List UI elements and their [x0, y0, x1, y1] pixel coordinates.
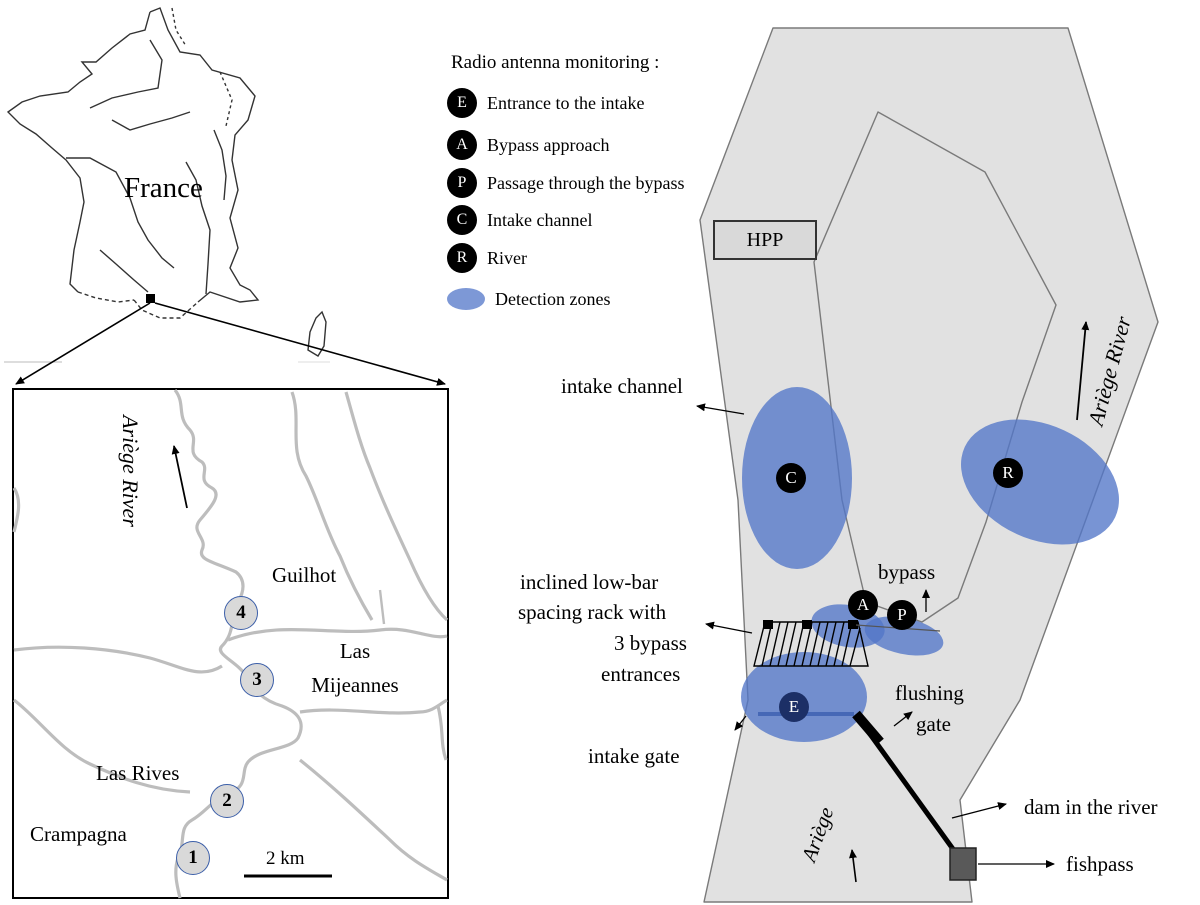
legend-item-entrance: E Entrance to the intake	[447, 88, 644, 118]
annotation-rack-4: entrances	[601, 662, 681, 686]
annotation-fishpass: fishpass	[1066, 852, 1134, 876]
legend-badge: P	[447, 168, 477, 198]
legend-title: Radio antenna monitoring :	[451, 52, 660, 73]
annotation-intake-channel: intake channel	[561, 374, 683, 398]
france-outline	[6, 7, 327, 357]
legend-badge: E	[447, 88, 477, 118]
site-2: 2	[210, 784, 244, 818]
hpp-box: HPP	[713, 220, 817, 260]
inset-river-label: Ariège River	[117, 415, 143, 527]
annotation-rack-2: spacing rack with	[518, 600, 667, 624]
place-guilhot: Guilhot	[272, 563, 337, 587]
country-label: France	[124, 172, 203, 204]
legend-badge: R	[447, 243, 477, 273]
legend-badge: C	[447, 205, 477, 235]
site-1: 1	[176, 841, 210, 875]
legend-item-passage: P Passage through the bypass	[447, 168, 684, 198]
marker-e: E	[779, 692, 809, 722]
fishpass-box	[949, 847, 977, 881]
study-location-marker	[146, 294, 155, 303]
legend-label: Intake channel	[487, 209, 593, 230]
site-3: 3	[240, 663, 274, 697]
annotation-rack-3: 3 bypass	[614, 631, 687, 655]
detection-zone-swatch	[447, 288, 485, 310]
legend-label: Passage through the bypass	[487, 172, 685, 193]
flushing-gate	[852, 710, 884, 746]
legend-item-intake-channel: C Intake channel	[447, 205, 592, 235]
dam	[859, 721, 961, 858]
annotation-flushing-1: flushing	[895, 681, 964, 705]
inset-flow-arrow	[171, 445, 188, 509]
place-las-rives: Las Rives	[96, 761, 180, 785]
annotation-bypass: bypass	[878, 560, 936, 584]
legend-item-river: R River	[447, 243, 527, 273]
marker-r: R	[993, 458, 1023, 488]
legend-label: Entrance to the intake	[487, 92, 645, 113]
legend-item-bypass-approach: A Bypass approach	[447, 130, 609, 160]
scale-label: 2 km	[266, 848, 305, 869]
marker-a: A	[848, 590, 878, 620]
marker-c: C	[776, 463, 806, 493]
inclined-rack	[753, 621, 869, 667]
legend-badge: A	[447, 130, 477, 160]
inset-rivers	[12, 389, 449, 899]
legend-label: Detection zones	[495, 288, 611, 309]
annotation-rack-1: inclined low-bar	[520, 570, 659, 594]
legend-item-detection-zones: Detection zones	[447, 284, 610, 314]
place-crampagna: Crampagna	[30, 822, 127, 846]
annotation-intake-gate: intake gate	[588, 744, 680, 768]
annotation-flushing-2: gate	[916, 712, 951, 736]
annotation-dam: dam in the river	[1024, 795, 1158, 819]
legend-label: River	[487, 247, 527, 268]
site-4: 4	[224, 596, 258, 630]
place-las-mijeannes: Las Mijeannes	[311, 639, 399, 697]
legend-label: Bypass approach	[487, 134, 610, 155]
marker-p: P	[887, 600, 917, 630]
